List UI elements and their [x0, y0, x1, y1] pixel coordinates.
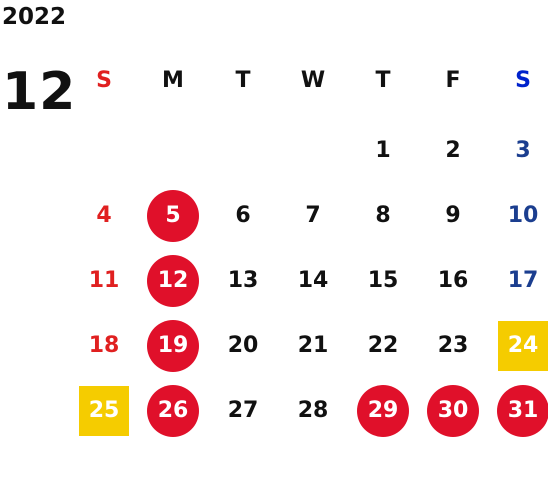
- day-cell-7[interactable]: 7: [305, 203, 321, 228]
- calendar-month: 12: [2, 62, 77, 122]
- day-cell-18[interactable]: 18: [88, 333, 120, 358]
- day-cell-30[interactable]: 30: [427, 385, 479, 437]
- day-cell-12[interactable]: 12: [147, 255, 199, 307]
- day-cell-16[interactable]: 16: [437, 268, 469, 293]
- weekday-header-6: S: [515, 68, 531, 93]
- day-cell-13[interactable]: 13: [227, 268, 259, 293]
- weekday-header-3: W: [300, 68, 326, 93]
- day-cell-23[interactable]: 23: [437, 333, 469, 358]
- day-cell-10[interactable]: 10: [507, 203, 539, 228]
- day-cell-29[interactable]: 29: [357, 385, 409, 437]
- day-cell-20[interactable]: 20: [227, 333, 259, 358]
- day-cell-31[interactable]: 31: [497, 385, 548, 437]
- day-cell-3[interactable]: 3: [515, 138, 531, 163]
- day-cell-19[interactable]: 19: [147, 320, 199, 372]
- day-cell-24[interactable]: 24: [498, 321, 548, 371]
- day-cell-28[interactable]: 28: [297, 398, 329, 423]
- day-cell-14[interactable]: 14: [297, 268, 329, 293]
- day-cell-9[interactable]: 9: [445, 203, 461, 228]
- weekday-header-2: T: [235, 68, 251, 93]
- day-cell-6[interactable]: 6: [235, 203, 251, 228]
- day-cell-8[interactable]: 8: [375, 203, 391, 228]
- day-cell-17[interactable]: 17: [507, 268, 539, 293]
- weekday-header-0: S: [96, 68, 112, 93]
- weekday-header-1: M: [162, 68, 184, 93]
- day-cell-26[interactable]: 26: [147, 385, 199, 437]
- day-cell-25[interactable]: 25: [79, 386, 129, 436]
- calendar-year: 2022: [2, 4, 67, 30]
- day-cell-2[interactable]: 2: [445, 138, 461, 163]
- weekday-header-4: T: [375, 68, 391, 93]
- day-cell-5[interactable]: 5: [147, 190, 199, 242]
- day-cell-21[interactable]: 21: [297, 333, 329, 358]
- day-cell-11[interactable]: 11: [88, 268, 120, 293]
- day-cell-4[interactable]: 4: [96, 203, 112, 228]
- day-cell-15[interactable]: 15: [367, 268, 399, 293]
- weekday-header-5: F: [445, 68, 461, 93]
- day-cell-22[interactable]: 22: [367, 333, 399, 358]
- day-cell-1[interactable]: 1: [375, 138, 391, 163]
- day-cell-27[interactable]: 27: [227, 398, 259, 423]
